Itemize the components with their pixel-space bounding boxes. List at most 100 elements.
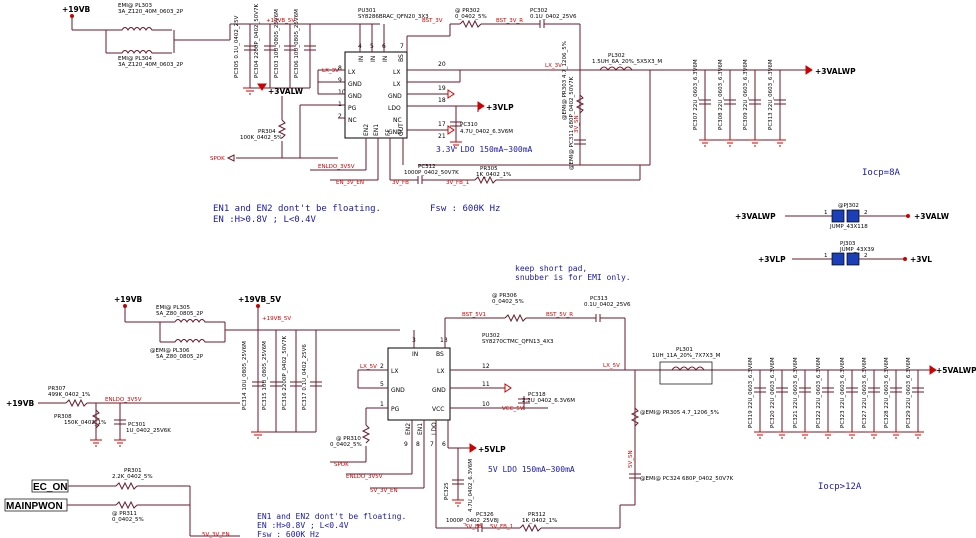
note-en-threshold-top: EN :H>0.8V ; L<0.4V [213,215,317,225]
pr301-ref: PR301 [124,468,142,474]
pu301-pin-nc-r: NC [393,117,402,124]
jumper2-left-net: +3VLP [758,255,786,264]
pu302-pin-en1: EN1 [417,423,424,435]
top-output-capacitors: PC307 22U_0603_6.3V6M PC308 22U_0603_6.3… [693,59,786,147]
resistor-pr312-symbol [519,523,542,533]
en5v-net-bottom-left: 5V_3V_EN [202,532,230,538]
pc314-label: PC314 10U_0805_25V6M [242,341,248,410]
resistor-pr305-symbol [474,175,497,185]
bst3v-net: BST_3V [422,18,443,24]
pr302-value: 0_0402_5% [455,14,487,20]
spok-net-bottom: SPOK [334,462,349,468]
emi-pl306-ref: @EMI@ PL306 [150,348,190,354]
pu302-ic-body [387,347,451,421]
jumper1-left-net: +3VALWP [735,212,776,221]
pc322-label: PC322 22U_0603_6.3V6M [816,357,822,428]
net-19vb-top: +19VB [62,5,91,14]
net-3vlp-top: +3VLP [486,103,514,112]
pc309-label: PC309 22U_0603_6.3V6M [743,59,749,130]
out-3valwp: +3VALWP [815,67,856,76]
pr304-value: 100K_0402_5% [240,135,282,141]
resistor-pr311-symbol [115,500,138,510]
enldo-net-bottom: ENLDO_3V5V [105,397,142,403]
power-arrow-icon [477,101,485,111]
power-arrow-icon [257,83,267,91]
net-5vlp: +5VLP [478,445,506,454]
pc318-ref: PC318 [528,392,546,398]
pc329-label: PC329 22U_0603_6.3V6M [906,357,912,428]
pc320-label: PC320 22U_0603_6.3V6M [770,357,776,428]
snubber-note-line1: keep short pad, [515,264,587,273]
pr312-ref: PR312 [528,512,546,518]
pu301-pin-en1: EN1 [373,124,380,136]
pu301-pin-out: OUT [398,123,405,136]
enldo-net-bottom-ic: ENLDO_3V5V [346,474,383,480]
pc312-value: 1000P_0402_50V7K [404,170,459,176]
en3v-net-top: EN_3V_EN [336,180,364,186]
fb5v1-net: 5V_FB_1 [490,524,513,530]
pc305-label: PC305 0.1U_0402_25V [234,15,240,78]
pr308-ref: PR308 [54,414,72,420]
svg-text:6: 6 [442,441,446,448]
pu302-pin-bs: BS [436,351,444,358]
net-19vb-5v-top: +19VB_5V [266,18,295,24]
pr302-ref: @ PR302 [455,8,480,14]
ldo-5v-note: 5V LDO 150mA~300mA [488,465,575,474]
resistor-pr306-symbol [504,313,527,323]
pu301-pin-gnd1: GND [348,81,362,88]
svg-text:13: 13 [440,337,448,344]
inductor-pl306-symbol [160,339,225,343]
jumper-section: +3VALWP +3VALW @PJ302 JUMP_43X118 1 2 +3… [735,203,950,266]
svg-text:8: 8 [338,65,342,72]
svg-text:9: 9 [404,441,408,448]
svg-text:7: 7 [400,43,404,50]
emi-pl303-value: 3A_Z120_40M_0603_2P [118,9,184,15]
power-arrow-icon [929,365,937,375]
pu301-part: SY8286BRAC_QFN20_3X3 [358,14,429,20]
ldo-3v-note: 3.3V LDO 150mA~300mA [436,145,533,154]
resistor-pr310-symbol [361,424,371,444]
pu301-pin-ldo: LDO [388,105,401,112]
jumper2-ref: PJ303 [840,241,856,247]
emi-pl304-ref: EMI@ PL304 [118,56,152,62]
pu302-pin-vcc: VCC [432,406,444,413]
bottom-output-capacitors: PC319 22U_0603_6.3V6M PC320 22U_0603_6.3… [748,357,924,439]
svg-text:1: 1 [824,253,828,259]
pr304-ref: PR304 [258,129,276,135]
svg-text:18: 18 [438,97,446,104]
pr312-value: 1K_0402_1% [522,518,557,524]
inductor-pl305-symbol [174,319,225,323]
inductor-pl303-symbol [112,27,172,31]
lx5v-net-right: LX_5V [603,363,620,369]
pr303-label: @EMI@ PR303 4.7_1206_5% [562,41,568,120]
top-regulator-section: +19VB EMI@ PL303 3A_Z120_40M_0603_2P EMI… [62,3,901,225]
jumper-pj303-pad-b [846,252,860,266]
inductor-pl304-symbol [106,50,172,54]
jumper1-ref: @PJ302 [838,203,859,209]
net-19vb-bottom: +19VB [114,295,143,304]
note-en-floating-bottom: EN1 and EN2 dont't be floating. [257,512,406,521]
snubber-net-5v: 5V_SN [628,450,634,468]
svg-text:8: 8 [416,441,420,448]
pc316-label: PC316 2200P_0402_50V7K [282,336,288,410]
mainpwon-label: MAINPWON [6,501,63,512]
pl301-value: 1UH_11A_20%_7X7X3_M [652,353,721,359]
power-arrow-icon [805,65,813,75]
jumper-pj302-pad-b [846,209,860,223]
pc315-label: PC315 10U_0805_25V6M [262,341,268,410]
ground-icon [243,87,257,95]
ground-icon [452,499,464,507]
pc325-value: 4.7U_0402_6.3V6M [468,459,474,512]
svg-text:17: 17 [438,121,446,128]
pu301-pin-en2: EN2 [363,124,370,136]
jumper1-value: JUMP_43X118 [829,224,868,230]
pr306-ref: @ PR306 [492,293,517,299]
svg-text:7: 7 [430,441,434,448]
pc313-label: PC313 22U_0603_6.3V6M [768,59,774,130]
pc317-label: PC317 0.1U_0402_25V6 [302,344,308,410]
resistor-pr301-symbol [115,481,138,491]
inductor-pl302-symbol [599,66,633,71]
bst5v-r-net: BST_5V_R [546,312,573,318]
pu301-pin-bs: BS [398,54,405,62]
pu301-pin-in2: IN [370,56,377,62]
